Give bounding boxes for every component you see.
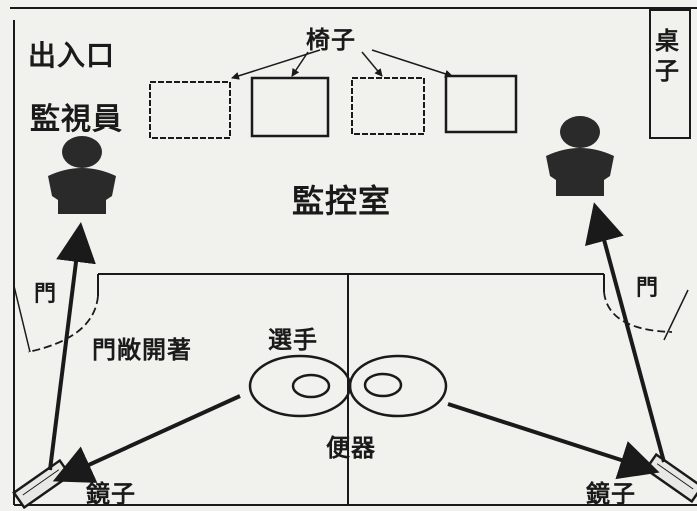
left-mirror-to-monitor-arrow: [48, 222, 96, 471]
mirror-icon-right: [644, 452, 697, 504]
mirror-left-label: 鏡子: [86, 480, 136, 508]
monitors-label: 監視員: [30, 102, 123, 137]
chair-1: [149, 81, 231, 139]
chair-pointer-3: [361, 51, 383, 77]
mirror-right-label: 鏡子: [586, 480, 636, 508]
chair-pointer-2: [291, 51, 309, 77]
person-silhouette-icon-right: [546, 116, 614, 196]
right-door-leaf: [663, 289, 689, 341]
door-left-label: 門: [34, 282, 58, 307]
left-door-swing: [27, 295, 99, 353]
chairs-label: 椅子: [306, 26, 356, 54]
chair-2: [250, 76, 330, 138]
person-silhouette-icon-left: [48, 136, 116, 214]
right-door-swing: [603, 291, 673, 333]
player-label: 選手: [268, 326, 318, 354]
door-open-note: 門敞開著: [92, 336, 192, 364]
control-room-label: 監控室: [292, 182, 392, 220]
right-mirror-to-monitor-arrow: [585, 202, 666, 463]
table-box: [649, 9, 691, 139]
entrance-label: 出入口: [28, 39, 116, 72]
left-door-leaf: [13, 285, 31, 353]
toilet-icon-right: [348, 354, 448, 418]
table-label: 桌子: [655, 27, 679, 85]
toilet-to-right-mirror-arrow: [447, 402, 660, 480]
toilet-label: 便器: [326, 434, 376, 462]
toilet-icon-left: [248, 354, 352, 418]
mirror-icon-left: [12, 458, 72, 510]
door-right-label: 門: [636, 276, 660, 301]
chair-4: [444, 74, 518, 134]
chair-3: [351, 77, 425, 135]
chair-pointer-4: [371, 49, 453, 78]
toilet-to-left-mirror-arrow: [52, 394, 241, 483]
